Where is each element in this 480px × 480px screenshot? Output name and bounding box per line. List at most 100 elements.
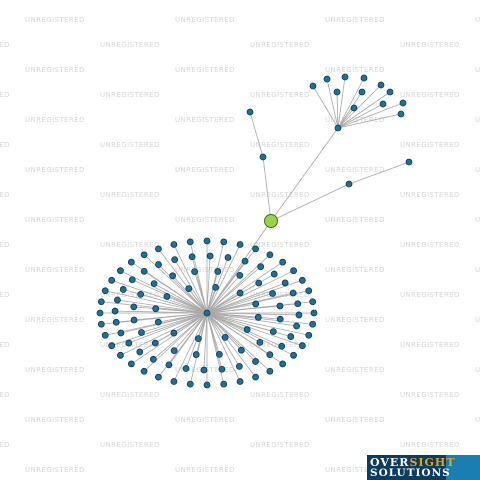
cluster-a-leaf-node[interactable] (252, 373, 259, 381)
cluster-a-leaf-node[interactable] (136, 348, 144, 356)
cluster-a-leaf-node[interactable] (237, 346, 245, 354)
cluster-b-leaf-1-node[interactable] (309, 82, 317, 90)
cluster-a-leaf-node[interactable] (182, 365, 190, 372)
cluster-a-leaf-node[interactable] (269, 290, 276, 297)
cluster-a-leaf-node[interactable] (191, 268, 199, 275)
cluster-a-leaf-node[interactable] (163, 293, 171, 300)
cluster-b-leaf-4-node[interactable] (360, 74, 368, 82)
cluster-a-leaf-node[interactable] (96, 309, 104, 317)
cluster-a-leaf-node[interactable] (224, 254, 232, 261)
cluster-a-leaf-node[interactable] (310, 309, 318, 317)
cluster-a-leaf-node[interactable] (108, 276, 116, 284)
top-single-node[interactable] (246, 108, 254, 116)
cluster-b-leaf-12-node[interactable] (333, 88, 341, 96)
cluster-a-leaf-node[interactable] (279, 258, 287, 266)
cluster-a-leaf-node[interactable] (149, 355, 157, 363)
cluster-a-leaf-node[interactable] (186, 380, 194, 388)
cluster-a-leaf-node[interactable] (290, 351, 297, 359)
cluster-a-leaf-node[interactable] (185, 285, 193, 293)
cluster-a-leaf-node[interactable] (97, 298, 105, 306)
mid-upper-node[interactable] (259, 153, 267, 161)
cluster-a-leaf-node[interactable] (186, 238, 194, 246)
cluster-a-leaf-node[interactable] (220, 380, 228, 388)
cluster-a-leaf-node[interactable] (305, 287, 313, 295)
cluster-a-leaf-node[interactable] (278, 342, 286, 350)
cluster-a-leaf-node[interactable] (289, 289, 297, 297)
cluster-a-leaf-node[interactable] (200, 366, 208, 374)
cluster-a-leaf-node[interactable] (243, 326, 251, 333)
cluster-a-leaf-node[interactable] (212, 283, 220, 291)
cluster-b-leaf-2-node[interactable] (323, 75, 331, 83)
cluster-a-leaf-node[interactable] (215, 351, 223, 358)
cluster-a-leaf-node[interactable] (152, 305, 160, 313)
cluster-a-leaf-node[interactable] (169, 272, 177, 280)
cluster-a-leaf-node[interactable] (252, 245, 259, 253)
cluster-a-leaf-node[interactable] (165, 361, 173, 369)
cluster-a-leaf-node[interactable] (236, 271, 244, 279)
cluster-a-leaf-node[interactable] (97, 320, 105, 328)
cluster-a-leaf-node[interactable] (127, 258, 135, 266)
cluster-a-leaf-node[interactable] (114, 296, 121, 304)
cluster-a-leaf-node[interactable] (154, 318, 162, 326)
cluster-a-leaf-node[interactable] (256, 338, 264, 346)
cluster-a-leaf-node[interactable] (293, 322, 300, 330)
cluster-a-leaf-node[interactable] (266, 251, 274, 259)
cluster-a-leaf-node[interactable] (155, 261, 162, 268)
cluster-a-leaf-node[interactable] (276, 315, 284, 323)
cluster-b-leaf-8-node[interactable] (397, 110, 405, 118)
focus-node[interactable] (264, 214, 278, 228)
cluster-a-leaf-node[interactable] (119, 286, 127, 293)
cluster-a-leaf-node[interactable] (298, 342, 306, 350)
cluster-a-leaf-node[interactable] (235, 362, 243, 370)
cluster-a-leaf-node[interactable] (252, 300, 260, 308)
cluster-a-leaf-node[interactable] (309, 298, 317, 306)
cluster-a-leaf-node[interactable] (125, 339, 133, 347)
cluster-a-leaf-node[interactable] (206, 252, 214, 260)
hub-a-node[interactable] (203, 309, 211, 317)
cluster-a-leaf-node[interactable] (117, 267, 124, 275)
cluster-a-leaf-node[interactable] (279, 360, 287, 368)
cluster-b-leaf-11-node[interactable] (350, 104, 358, 112)
cluster-a-leaf-node[interactable] (112, 318, 120, 326)
cluster-a-leaf-node[interactable] (287, 333, 295, 340)
cluster-a-leaf-node[interactable] (101, 331, 109, 339)
cluster-b-leaf-9-node[interactable] (379, 100, 387, 108)
cluster-a-leaf-node[interactable] (170, 329, 178, 337)
cluster-a-leaf-node[interactable] (151, 339, 159, 347)
cluster-a-leaf-node[interactable] (269, 328, 277, 336)
cluster-a-leaf-node[interactable] (117, 329, 125, 337)
cluster-a-leaf-node[interactable] (214, 268, 222, 275)
cluster-a-leaf-node[interactable] (270, 270, 278, 278)
cluster-a-leaf-node[interactable] (236, 378, 244, 385)
cluster-a-leaf-node[interactable] (290, 267, 297, 275)
hub-b-node[interactable] (334, 124, 342, 132)
cluster-a-leaf-node[interactable] (221, 333, 229, 341)
cluster-b-leaf-3-node[interactable] (341, 73, 349, 81)
cluster-a-leaf-node[interactable] (188, 253, 196, 261)
cluster-a-leaf-node[interactable] (266, 351, 274, 359)
cluster-a-leaf-node[interactable] (130, 303, 138, 311)
cluster-a-leaf-node[interactable] (295, 311, 303, 319)
cluster-a-leaf-node[interactable] (171, 256, 179, 264)
cluster-a-leaf-node[interactable] (294, 300, 302, 308)
cluster-a-leaf-node[interactable] (138, 329, 145, 336)
cluster-a-leaf-node[interactable] (220, 238, 228, 246)
cluster-a-leaf-node[interactable] (155, 373, 162, 381)
right-far-node[interactable] (405, 158, 413, 166)
cluster-a-leaf-node[interactable] (111, 307, 119, 315)
cluster-b-leaf-6-node[interactable] (386, 88, 394, 96)
cluster-a-leaf-node[interactable] (203, 237, 211, 245)
cluster-a-leaf-node[interactable] (108, 342, 116, 350)
cluster-a-leaf-node[interactable] (276, 302, 284, 310)
cluster-b-leaf-7-node[interactable] (399, 99, 407, 107)
cluster-a-leaf-node[interactable] (281, 279, 289, 287)
cluster-a-leaf-node[interactable] (257, 263, 265, 271)
cluster-a-leaf-node[interactable] (218, 365, 226, 373)
cluster-a-leaf-node[interactable] (155, 245, 162, 253)
cluster-a-leaf-node[interactable] (140, 367, 148, 375)
cluster-a-leaf-node[interactable] (137, 290, 145, 298)
cluster-a-leaf-node[interactable] (101, 287, 109, 295)
cluster-a-leaf-node[interactable] (192, 351, 200, 358)
cluster-a-leaf-node[interactable] (140, 267, 148, 275)
cluster-a-leaf-node[interactable] (266, 367, 274, 375)
